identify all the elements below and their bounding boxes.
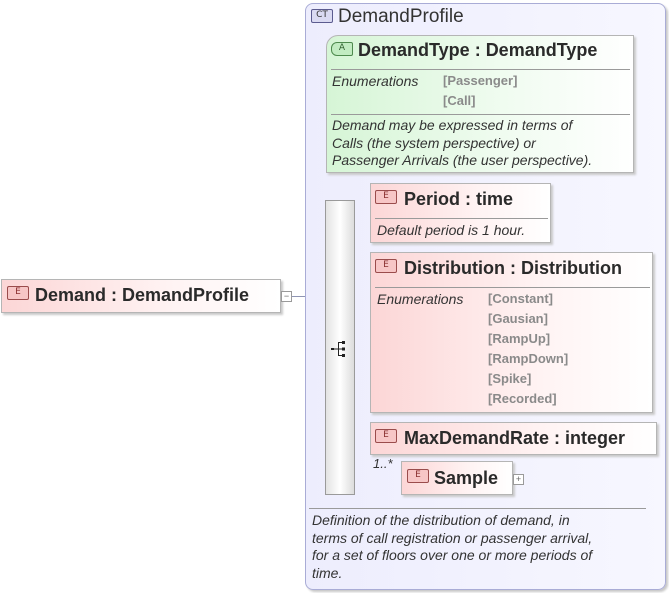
element-badge: E — [375, 190, 397, 204]
element-sample[interactable]: E Sample — [401, 461, 513, 495]
enum-value: [Recorded] — [488, 391, 557, 406]
element-badge: E — [375, 259, 397, 273]
enum-value: [Constant] — [488, 291, 553, 306]
element-name: MaxDemandRate : integer — [404, 428, 626, 448]
complex-type-separator — [309, 508, 646, 509]
complex-type-doc-line: Definition of the distribution of demand… — [312, 512, 570, 528]
enum-value: [Call] — [443, 93, 476, 108]
element-separator — [375, 287, 650, 288]
root-connector — [291, 296, 315, 297]
sequence-compositor[interactable] — [325, 200, 355, 495]
enum-value: [RampUp] — [488, 331, 551, 346]
element-name: Sample — [434, 468, 499, 488]
element-period[interactable]: E Period : time Default period is 1 hour… — [370, 183, 551, 243]
element-maxdemandrate[interactable]: E MaxDemandRate : integer — [370, 422, 657, 455]
enum-value: [Gausian] — [488, 311, 548, 326]
sequence-compositor-icon — [331, 341, 345, 357]
attribute-badge: A — [331, 42, 353, 56]
element-badge: E — [7, 286, 29, 300]
attribute-enum-label: Enumerations — [332, 73, 419, 89]
enum-value: [RampDown] — [488, 351, 569, 366]
complex-type-doc-line: for a set of floors over one or more per… — [312, 547, 593, 563]
attribute-doc-line: Calls (the system perspective) or — [332, 135, 536, 151]
attribute-name: DemandType : DemandType — [358, 40, 598, 60]
complex-type-badge: CT — [311, 9, 333, 23]
element-distribution[interactable]: E Distribution : Distribution Enumeratio… — [370, 252, 653, 413]
element-name: Distribution : Distribution — [404, 258, 622, 278]
root-element-demand[interactable]: E Demand : DemandProfile — [1, 279, 281, 313]
attribute-separator — [331, 114, 630, 115]
complex-type-doc-line: time. — [312, 565, 343, 581]
element-name: Period : time — [404, 189, 514, 209]
enum-value: [Passenger] — [443, 73, 518, 88]
attribute-doc-line: Demand may be expressed in terms of — [332, 117, 573, 133]
attribute-separator — [331, 69, 630, 70]
enum-value: [Spike] — [488, 371, 532, 386]
attribute-demandtype[interactable]: A DemandType : DemandType Enumerations [… — [326, 35, 634, 173]
complex-type-doc-line: terms of call registration or passenger … — [312, 530, 593, 546]
element-separator — [375, 218, 548, 219]
complex-type-title: DemandProfile — [338, 6, 464, 27]
collapse-icon[interactable]: − — [281, 291, 292, 302]
root-element-name: Demand : DemandProfile — [35, 285, 250, 305]
expand-icon[interactable]: + — [513, 474, 524, 485]
element-doc: Default period is 1 hour. — [377, 222, 526, 238]
sample-multiplicity: 1..* — [373, 456, 393, 471]
element-badge: E — [375, 429, 397, 443]
element-badge: E — [407, 469, 429, 483]
attribute-doc-line: Passenger Arrivals (the user perspective… — [332, 152, 593, 168]
element-enum-label: Enumerations — [377, 291, 464, 307]
